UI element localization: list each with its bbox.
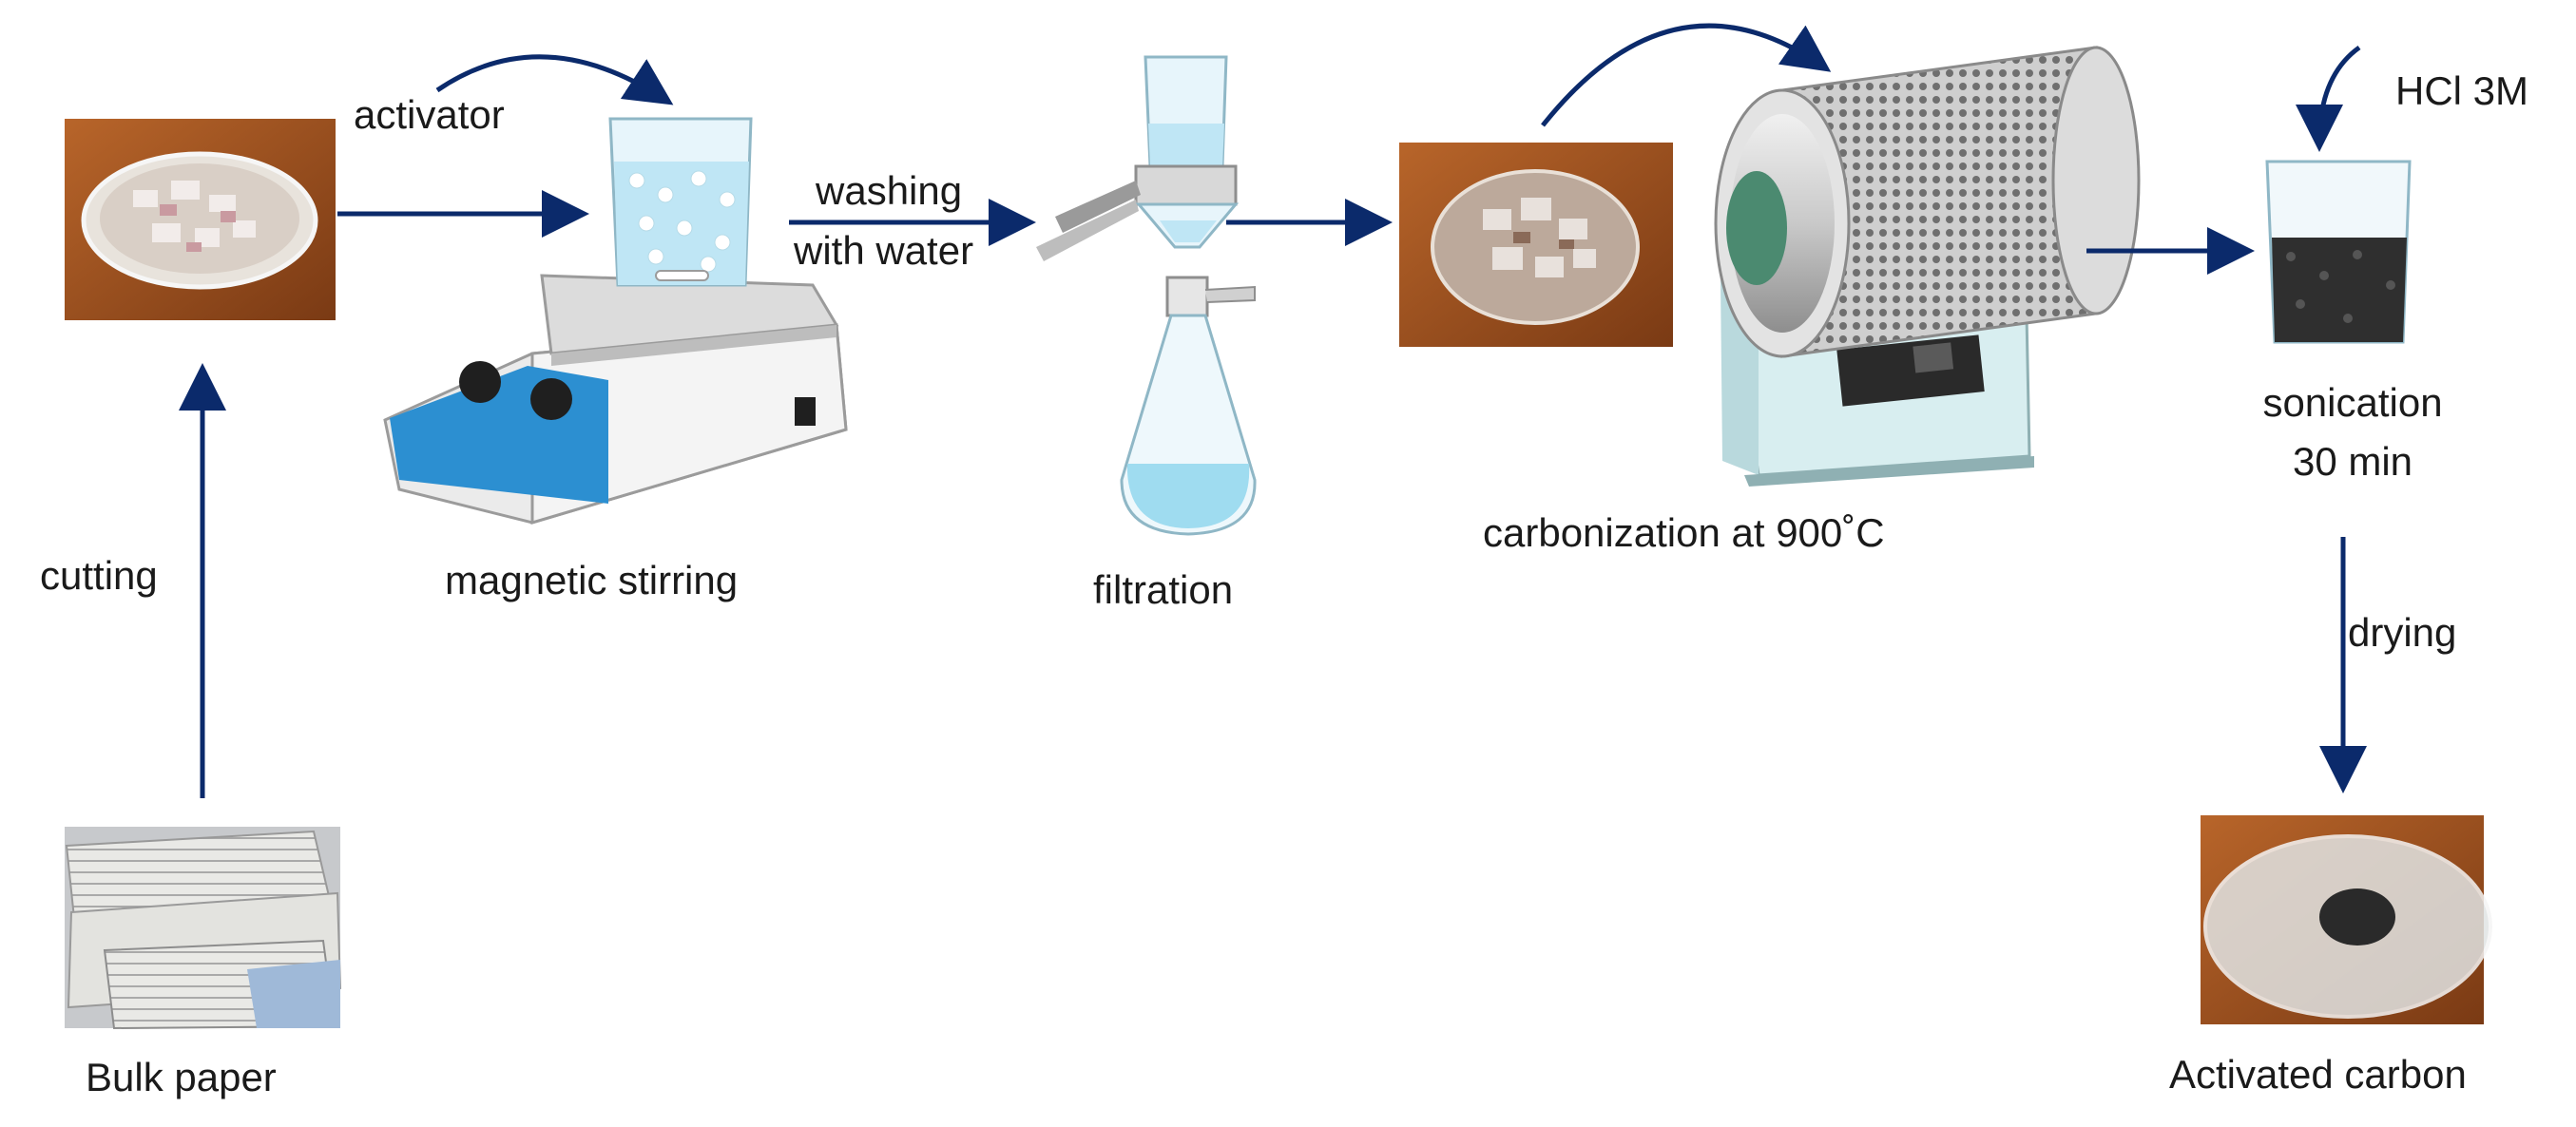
arrows: [179, 23, 2367, 798]
label-hcl: HCl 3M: [2395, 68, 2529, 113]
label-sonication: sonication: [2262, 380, 2443, 425]
arrow-hcl: [2296, 45, 2361, 152]
activated-carbon-photo: [2201, 815, 2492, 1024]
bulk-paper-photo: [65, 827, 342, 1030]
arrow-activator: [435, 54, 674, 105]
label-drying: drying: [2348, 610, 2457, 655]
label-bulk-paper: Bulk paper: [86, 1055, 277, 1099]
label-magnetic-stirring: magnetic stirring: [445, 558, 739, 602]
cut-paper-photo: [65, 119, 336, 320]
label-with-water: with water: [794, 228, 974, 273]
arrow-to-furnace: [1541, 23, 1832, 127]
magnetic-stirrer-illustration: [383, 117, 848, 525]
label-cutting: cutting: [40, 553, 158, 598]
label-activator: activator: [354, 92, 505, 137]
label-sonication-time: 30 min: [2292, 439, 2413, 484]
tube-furnace-illustration: [1714, 46, 2141, 487]
label-carbonization: carbonization at 900˚C: [1483, 510, 1885, 555]
filtration-illustration: [1036, 55, 1257, 536]
label-washing: washing: [816, 168, 963, 213]
sonication-beaker-illustration: [2265, 160, 2412, 344]
label-activated-carbon: Activated carbon: [2169, 1052, 2467, 1097]
prepared-paper-photo: [1399, 143, 1673, 347]
label-filtration: filtration: [1093, 567, 1234, 612]
